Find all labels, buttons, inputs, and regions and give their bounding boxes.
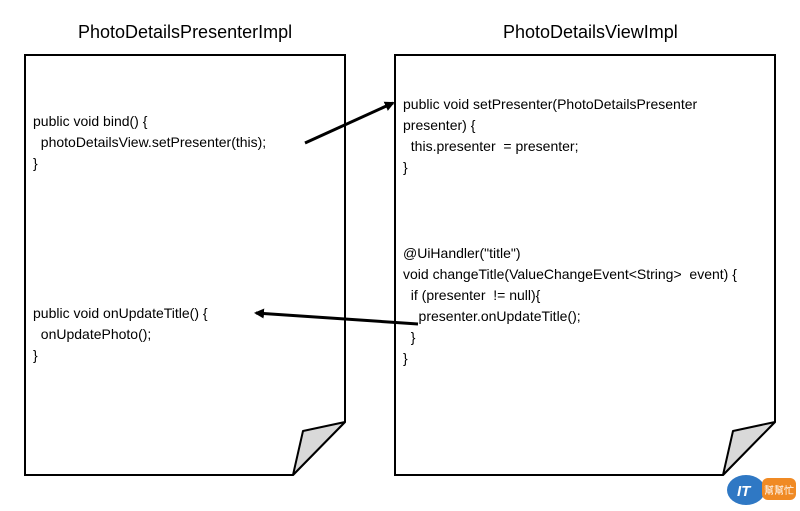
right-page-fold xyxy=(722,421,776,476)
svg-text:IT: IT xyxy=(737,483,752,500)
ithome-logo: IT 幫幫忙 xyxy=(727,475,796,505)
bind-method-code: public void bind() { photoDetailsView.se… xyxy=(33,113,267,171)
setpresenter-method-code: public void setPresenter(PhotoDetailsPre… xyxy=(403,96,698,175)
arrow-bind-to-setpresenter xyxy=(304,101,395,145)
left-page-fold xyxy=(292,421,346,476)
left-document-title: PhotoDetailsPresenterImpl xyxy=(78,22,293,42)
right-document-title: PhotoDetailsViewImpl xyxy=(503,22,678,42)
svg-text:幫幫忙: 幫幫忙 xyxy=(764,484,794,497)
changetitle-handler-code: @UiHandler("title") void changeTitle(Val… xyxy=(403,245,737,366)
arrow-handler-to-onupdatetitle xyxy=(254,308,419,326)
onupdatetitle-method-code: public void onUpdateTitle() { onUpdatePh… xyxy=(33,305,208,363)
